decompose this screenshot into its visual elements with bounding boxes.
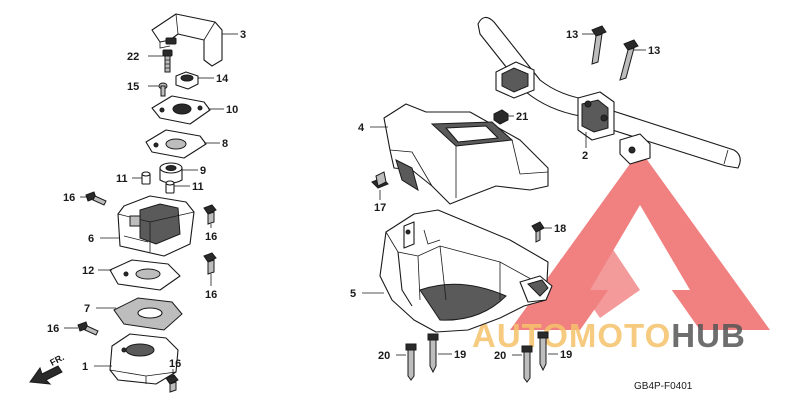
- part-nut-21: [493, 109, 509, 125]
- callout-label: 6: [88, 233, 94, 245]
- watermark-text: AUTOMOTOHUB: [472, 317, 746, 354]
- callout-label: 14: [216, 73, 229, 85]
- callout-label: 19: [454, 349, 466, 361]
- callout-label: 7: [84, 303, 90, 315]
- callout-label: 21: [516, 111, 528, 123]
- part-screw-19b: [537, 331, 549, 372]
- front-direction-indicator: FR.: [29, 352, 66, 385]
- callout-labels: 3 22 15 14 10 8 9 11 11 16 16 6 12 16 7 …: [47, 29, 660, 373]
- callout-label: 5: [350, 288, 356, 300]
- callout-label: 16: [205, 231, 217, 243]
- callout-label: 22: [127, 51, 139, 63]
- callout-label: 13: [648, 45, 660, 57]
- part-handlebar-2: [477, 16, 741, 169]
- part-bolt-16a: [85, 191, 107, 206]
- part-bolt-13b: [619, 39, 639, 81]
- part-bushing-9: [159, 162, 183, 184]
- part-screw-17: [371, 171, 389, 189]
- part-bolt-16c: [203, 252, 217, 275]
- part-collar-11b: [165, 180, 175, 194]
- callout-label: 16: [205, 289, 217, 301]
- callout-label: 16: [47, 323, 59, 335]
- part-housing-1: [109, 333, 179, 385]
- front-arrow-icon: [29, 365, 63, 385]
- part-bolt-22: [162, 49, 173, 73]
- part-plate-8: [145, 129, 207, 159]
- part-screw-20a: [405, 343, 417, 381]
- leader-lines: [64, 33, 646, 378]
- part-bolt-15: [158, 82, 168, 97]
- callout-label: 1: [82, 361, 88, 373]
- callout-label: 20: [378, 350, 390, 362]
- part-bracket-3: [151, 13, 223, 67]
- callout-label: 11: [116, 173, 128, 185]
- part-bolt-13a: [591, 25, 607, 65]
- callout-label: 17: [374, 202, 386, 214]
- part-top-cover-4: [383, 103, 549, 205]
- callout-label: 18: [554, 223, 566, 235]
- callout-label: 8: [222, 138, 228, 150]
- callout-label: 20: [494, 350, 506, 362]
- part-bolt-16b: [203, 204, 217, 225]
- part-screw-20b: [521, 345, 533, 383]
- part-plate-10: [151, 95, 211, 125]
- part-bolt-16e: [165, 374, 179, 393]
- part-screw-18: [531, 221, 545, 243]
- part-screw-19a: [427, 333, 439, 374]
- diagram-code: GB4P-F0401: [634, 381, 693, 392]
- callout-label: 2: [582, 150, 588, 162]
- part-plate-12: [109, 259, 181, 291]
- callout-label: 10: [226, 104, 238, 116]
- watermark-word-2: HUB: [671, 317, 746, 354]
- callout-label: 11: [192, 181, 204, 193]
- front-direction-label: FR.: [48, 352, 65, 368]
- callout-label: 4: [358, 122, 365, 134]
- callout-label: 16: [169, 358, 181, 370]
- part-collar-11a: [141, 171, 151, 185]
- callout-label: 16: [63, 192, 75, 204]
- watermark-logo: AUTOMOTOHUB: [472, 150, 770, 354]
- part-nut-14: [175, 71, 199, 90]
- part-lower-cover-5: [379, 209, 553, 333]
- part-gasket-7: [113, 297, 183, 331]
- callout-label: 15: [127, 81, 139, 93]
- part-housing-6: [117, 195, 195, 257]
- callout-label: 12: [82, 265, 94, 277]
- watermark-word-1: AUTOMOTO: [472, 317, 671, 354]
- callout-label: 9: [200, 165, 206, 177]
- callout-label: 19: [560, 349, 572, 361]
- part-bolt-16d: [77, 321, 99, 336]
- callout-label: 3: [240, 29, 246, 41]
- watermark-triangle-icon: [510, 150, 770, 330]
- callout-label: 13: [566, 29, 578, 41]
